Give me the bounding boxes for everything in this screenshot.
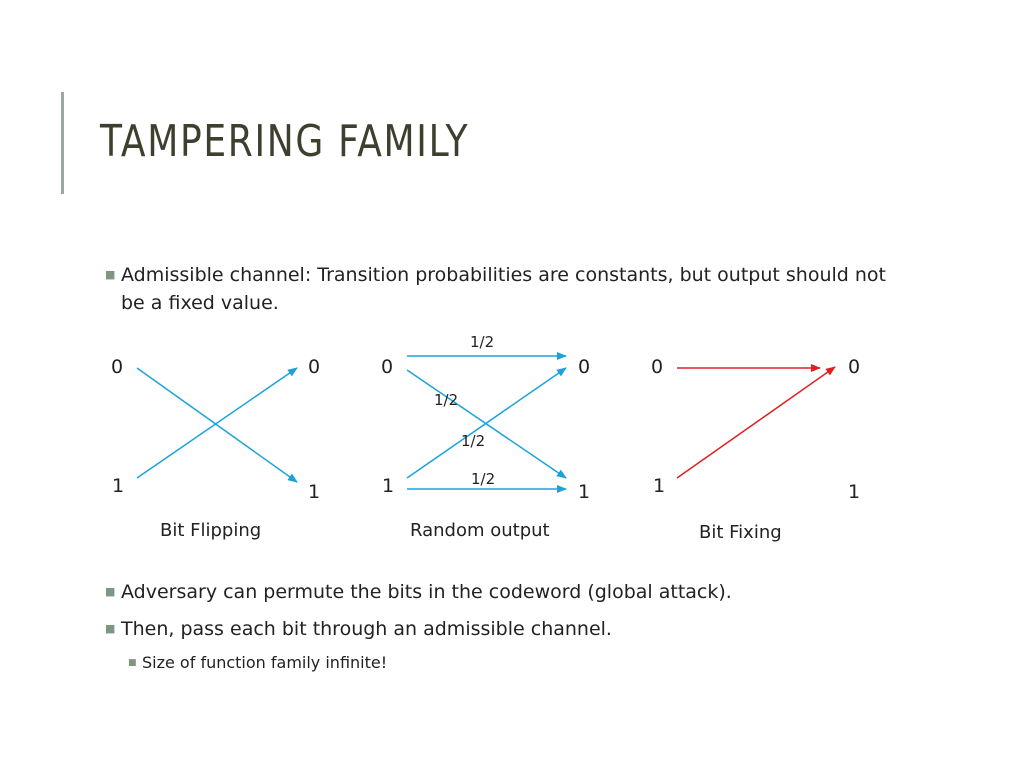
flip-input-1: 1	[112, 475, 125, 497]
flip-output-1: 1	[308, 481, 321, 503]
prob-label-cross-up: 1/2	[461, 432, 486, 450]
caption-random-output: Random output	[410, 520, 550, 541]
fix-output-0: 0	[848, 356, 861, 378]
flip-arrow-0-to-1	[136, 367, 298, 483]
random-arrow-1-to-0	[406, 367, 567, 479]
prob-label-bottom: 1/2	[471, 470, 496, 488]
title-accent-bar	[61, 92, 64, 194]
slide-title: TAMPERING FAMILY	[100, 116, 470, 167]
fix-output-1: 1	[848, 481, 861, 503]
random-output-0: 0	[578, 356, 591, 378]
bullet-square-icon: ■	[128, 658, 137, 668]
prob-label-top: 1/2	[470, 333, 495, 351]
bullet-square-icon: ■	[105, 622, 116, 635]
flip-output-0: 0	[308, 356, 321, 378]
flip-input-0: 0	[111, 356, 124, 378]
random-input-1: 1	[382, 475, 395, 497]
bullet-text: Adversary can permute the bits in the co…	[121, 581, 732, 603]
bullet-admissible-channel: ■ Admissible channel: Transition probabi…	[105, 261, 901, 317]
bullet-admissible-pass: ■ Then, pass each bit through an admissi…	[105, 615, 612, 643]
random-input-0: 0	[381, 356, 394, 378]
fix-input-1: 1	[653, 475, 666, 497]
bullet-square-icon: ■	[105, 268, 116, 281]
prob-label-cross-down: 1/2	[434, 391, 459, 409]
sub-bullet-family-size: ■ Size of function family infinite!	[128, 651, 388, 675]
caption-bit-flipping: Bit Flipping	[160, 520, 262, 541]
fix-arrow-1-to-0	[676, 366, 836, 479]
sub-bullet-text: Size of function family infinite!	[142, 653, 388, 672]
random-output-1: 1	[578, 481, 591, 503]
fix-input-0: 0	[651, 356, 664, 378]
caption-bit-fixing: Bit Fixing	[699, 522, 782, 543]
flip-arrow-1-to-0	[136, 367, 298, 479]
bullet-text: Admissible channel: Transition probabili…	[121, 264, 886, 314]
bullet-adversary-permute: ■ Adversary can permute the bits in the …	[105, 578, 732, 606]
random-arrow-0-to-1	[406, 369, 567, 479]
bullet-text: Then, pass each bit through an admissibl…	[121, 618, 612, 640]
bullet-square-icon: ■	[105, 585, 116, 598]
